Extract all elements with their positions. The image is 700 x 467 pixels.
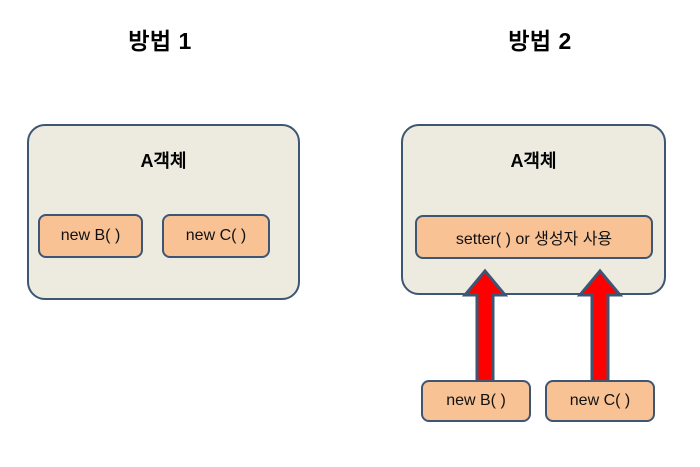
chip-new-c-inside: new C( ) [162, 214, 270, 258]
chip-new-b-inside: new B( ) [38, 214, 143, 258]
up-arrow-icon-from-new-c [577, 268, 623, 383]
up-arrow-icon-from-new-b [462, 268, 508, 383]
object-container-method-2: A객체 [401, 124, 666, 295]
chip-new-b-external: new B( ) [421, 380, 531, 422]
object-container-method-1: A객체 [27, 124, 300, 300]
object-container-label-method-2: A객체 [510, 151, 557, 171]
panel-title-method-1: 방법 1 [128, 28, 192, 54]
chip-new-c-external: new C( ) [545, 380, 655, 422]
panel-title-method-2: 방법 2 [508, 28, 572, 54]
object-container-label-method-1: A객체 [140, 151, 187, 171]
chip-setter-or-constructor: setter( ) or 생성자 사용 [415, 215, 653, 259]
